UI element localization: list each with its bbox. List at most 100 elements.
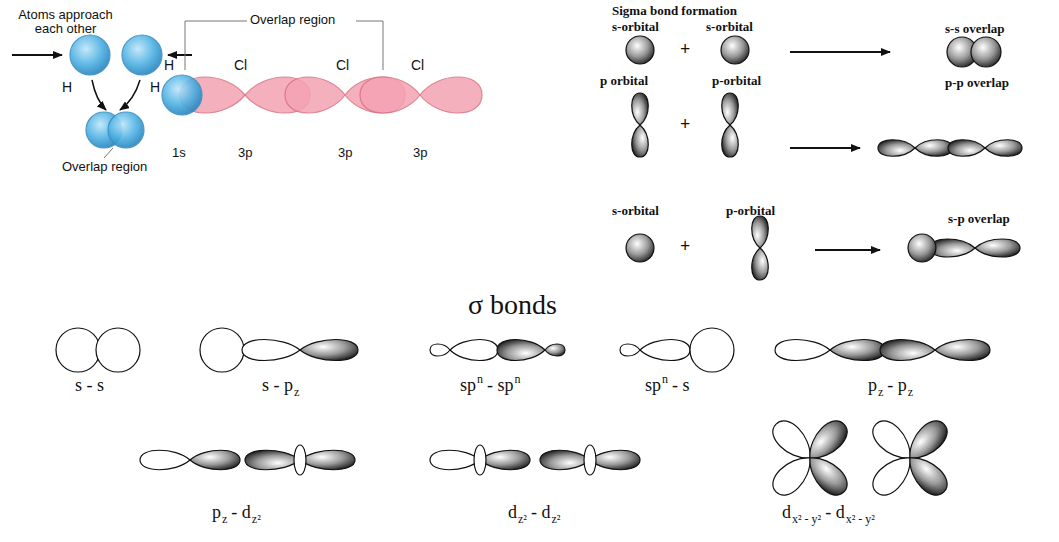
text-label: sp	[645, 376, 661, 396]
orbital-lobe	[245, 450, 300, 470]
text-label: p-orbital	[712, 74, 761, 88]
orbital-sphere	[122, 35, 162, 75]
orbital-sphere	[626, 36, 654, 64]
text-label: - p	[887, 376, 907, 396]
orbital-sphere	[626, 234, 654, 262]
dz2-torus	[474, 445, 486, 475]
orbital-sphere	[108, 112, 144, 148]
dz2-torus	[584, 445, 596, 475]
orbital-lobe	[300, 340, 358, 361]
orbital-lobe	[300, 450, 355, 470]
text-label: 3p	[238, 146, 252, 160]
orbital-lobe	[985, 140, 1022, 157]
text-label: x² - y²	[792, 513, 821, 526]
orbital-lobe	[285, 77, 345, 113]
orbital-sphere	[96, 328, 140, 372]
text-label: +	[680, 237, 690, 257]
text-label: σ bonds	[468, 290, 557, 321]
text-label: H	[150, 80, 160, 95]
text-label: +	[680, 40, 690, 60]
text-label: - s	[672, 376, 690, 396]
text-label: Cl	[336, 58, 349, 73]
text-label: s-p overlap	[948, 212, 1010, 226]
text-label: +	[680, 115, 690, 135]
approach-arrow	[120, 80, 140, 110]
text-label: - sp	[487, 376, 514, 396]
text-label: 1s	[172, 146, 186, 160]
text-label: d	[782, 503, 791, 523]
orbital-lobe	[801, 415, 853, 467]
orbital-lobe	[540, 450, 590, 470]
text-label: z	[878, 386, 883, 399]
text-label: s-orbital	[612, 204, 659, 218]
text-label: s - s	[75, 376, 104, 396]
text-label: p orbital	[600, 74, 648, 88]
reaction-arrow	[790, 147, 860, 149]
dz2-torus	[294, 445, 306, 475]
text-label: Overlap region	[62, 160, 147, 174]
reaction-arrow	[790, 51, 890, 53]
orbital-lobe	[420, 77, 482, 113]
approach-arrow	[92, 80, 106, 110]
reaction-arrow	[168, 54, 192, 56]
reaction-arrow	[12, 54, 62, 56]
orbital-lobe	[722, 125, 739, 157]
text-label: n	[662, 373, 668, 386]
orbital-lobe	[752, 216, 769, 248]
text-label: 3p	[338, 146, 352, 160]
text-label: z	[908, 386, 913, 399]
orbital-sphere	[162, 75, 202, 115]
orbital-lobe	[480, 450, 530, 470]
orbital-sphere	[721, 36, 749, 64]
orbital-lobe	[590, 450, 640, 470]
orbital-sphere	[690, 328, 734, 372]
text-label: z²	[252, 513, 261, 526]
orbital-lobe	[430, 344, 450, 356]
text-label: - d	[825, 503, 845, 523]
orbital-lobe	[632, 125, 649, 157]
orbital-lobe	[915, 140, 952, 157]
orbital-lobe	[545, 344, 565, 356]
orbital-lobe	[430, 450, 480, 470]
text-label: 3p	[413, 146, 427, 160]
orbital-sphere	[70, 35, 110, 75]
orbital-lobe	[360, 77, 420, 113]
text-label: s-orbital	[706, 20, 753, 34]
orbital-lobe	[935, 340, 990, 361]
leader-line	[356, 21, 383, 70]
orbital-lobe	[722, 93, 739, 125]
text-label: p-p overlap	[945, 76, 1009, 90]
orbital-lobe	[948, 140, 985, 157]
orbital-lobe	[497, 340, 545, 361]
reaction-arrow	[815, 249, 880, 251]
orbital-lobe	[901, 415, 953, 467]
orbital-lobe	[632, 93, 649, 125]
orbital-lobe	[242, 340, 300, 361]
orbital-lobe	[190, 450, 240, 470]
orbital-lobe	[901, 449, 953, 501]
orbital-lobe	[880, 340, 935, 361]
text-label: n	[477, 373, 483, 386]
text-label: Atoms approach each other	[8, 8, 123, 37]
orbital-lobe	[752, 248, 769, 280]
text-label: - d	[531, 503, 551, 523]
text-label: s-s overlap	[945, 22, 1005, 36]
orbital-lobe	[830, 340, 885, 361]
text-label: Sigma bond formation	[612, 4, 737, 18]
text-label: p-orbital	[726, 204, 775, 218]
orbital-lobe	[930, 239, 975, 257]
orbital-sphere	[908, 234, 936, 262]
orbital-lobe	[775, 340, 830, 361]
text-label: Overlap region	[250, 13, 335, 27]
text-label: Cl	[234, 58, 247, 73]
text-label: sp	[460, 376, 476, 396]
text-label: H	[62, 80, 72, 95]
orbital-sphere	[971, 37, 1001, 67]
text-label: H	[164, 58, 174, 73]
orbital-lobe	[620, 344, 640, 356]
text-label: z²	[551, 513, 560, 526]
orbital-lobe	[975, 239, 1020, 257]
text-label: Cl	[411, 58, 424, 73]
text-label: z	[294, 386, 299, 399]
